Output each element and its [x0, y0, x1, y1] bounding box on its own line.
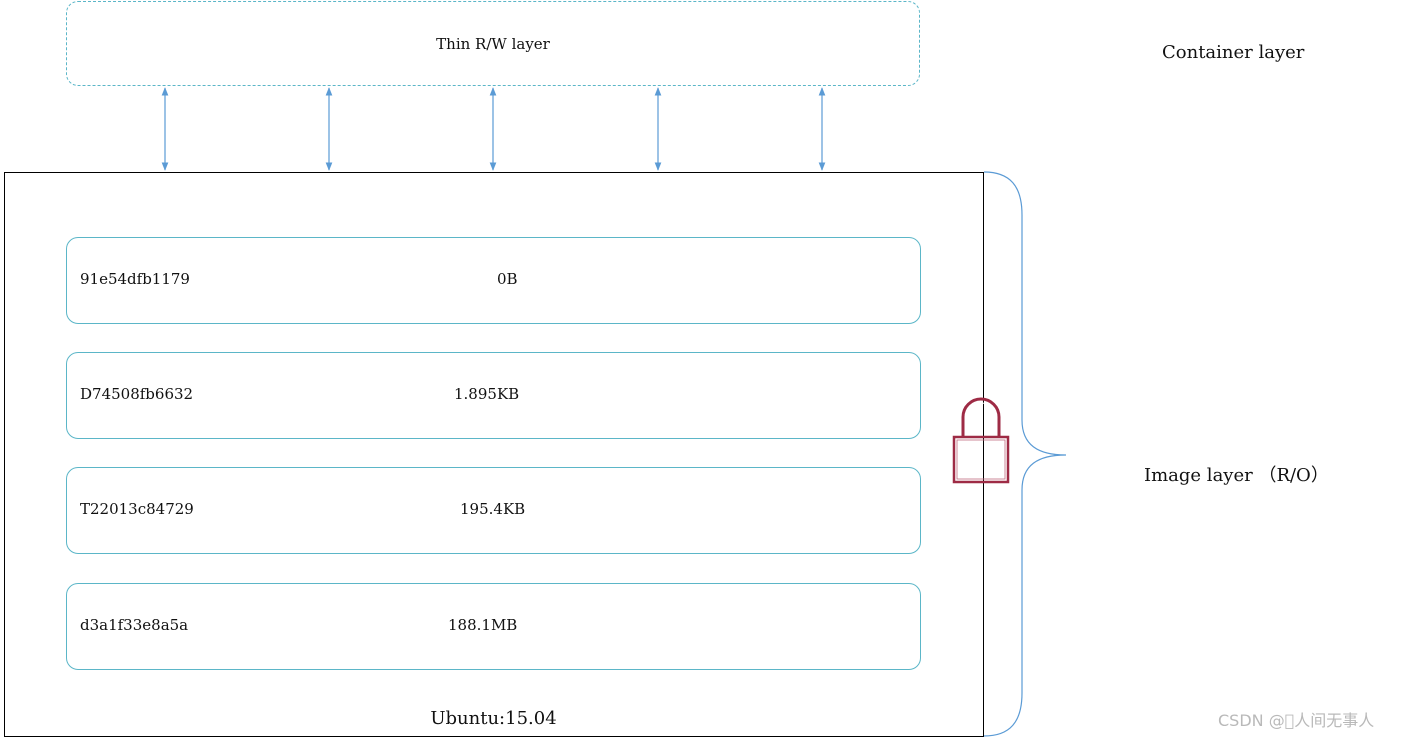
layer-id: T22013c84729 [80, 500, 194, 518]
watermark: CSDN @ 人间无事人 [1218, 711, 1375, 730]
layer-size: 1.895KB [454, 385, 520, 403]
layer-id: D74508fb6632 [80, 385, 194, 403]
curly-brace-icon [983, 171, 1067, 737]
layer-size: 188.1MB [448, 616, 518, 634]
thin-rw-layer: Thin R/W layer [66, 1, 920, 86]
layer-size: 0B [497, 270, 518, 288]
layer-id: 91e54dfb1179 [80, 270, 190, 288]
image-layer-row: T22013c84729 195.4KB [66, 467, 921, 554]
image-box [4, 172, 984, 737]
image-layer-row: 91e54dfb1179 0B [66, 237, 921, 324]
image-layer-row: D74508fb6632 1.895KB [66, 352, 921, 439]
layer-id: d3a1f33e8a5a [80, 616, 189, 634]
image-layer-label: Image layer （R/O） [1144, 465, 1329, 486]
base-image-label: Ubuntu:15.04 [430, 708, 557, 729]
lock-icon [952, 397, 1010, 484]
layer-size: 195.4KB [460, 500, 526, 518]
thin-rw-layer-label: Thin R/W layer [436, 35, 550, 53]
image-layer-row: d3a1f33e8a5a 188.1MB [66, 583, 921, 670]
container-layer-label: Container layer [1162, 42, 1305, 63]
